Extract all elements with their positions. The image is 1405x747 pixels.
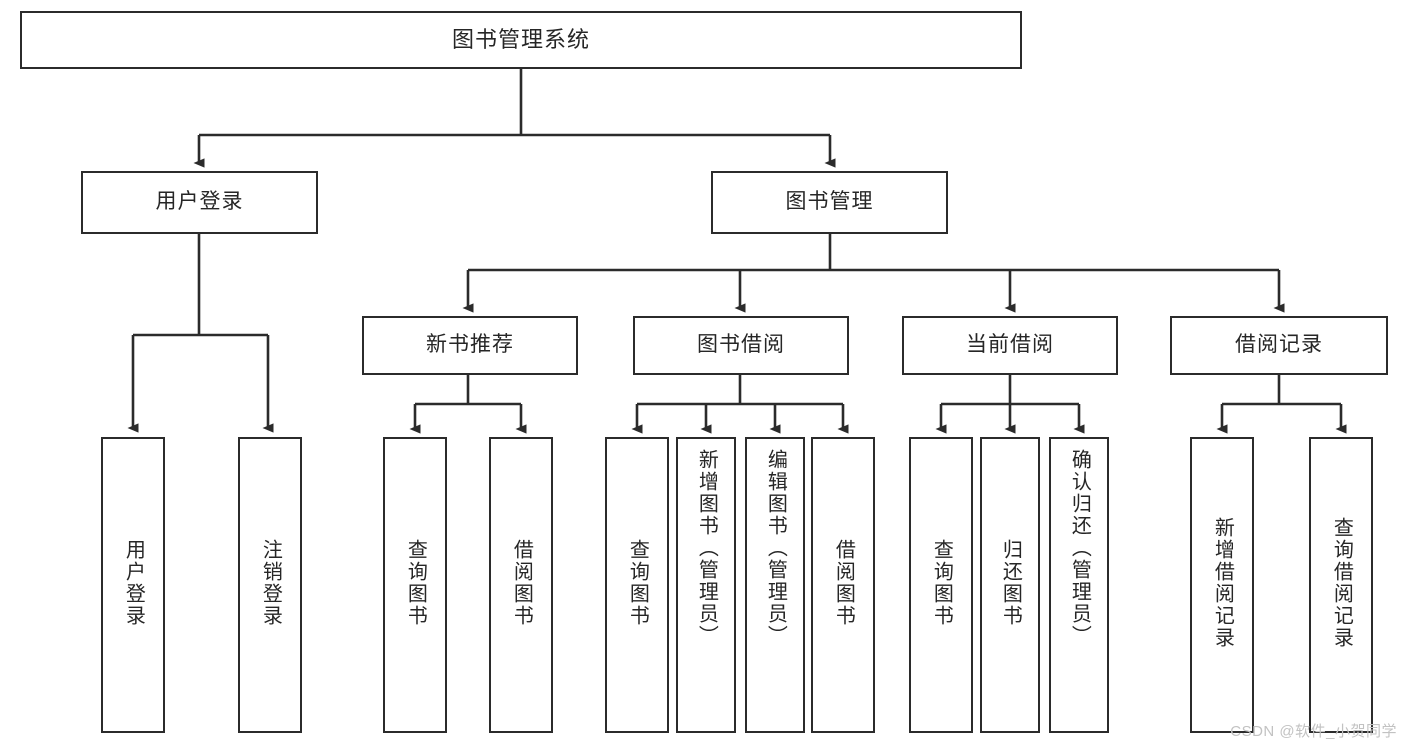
leaf-user-login[interactable]: 用户登录 (101, 437, 165, 733)
node-root-system[interactable]: 图书管理系统 (20, 11, 1022, 69)
leaf-label: 编辑图书（管理员） (764, 449, 787, 647)
node-label: 用户登录 (155, 190, 244, 214)
node-user-login[interactable]: 用户登录 (81, 171, 318, 234)
leaf-label: 归还图书 (999, 539, 1022, 627)
leaf-add-borrow-record[interactable]: 新增借阅记录 (1190, 437, 1254, 733)
leaf-label: 确认归还（管理员） (1068, 449, 1091, 647)
node-label: 图书借阅 (697, 333, 785, 357)
node-label: 当前借阅 (966, 333, 1054, 357)
node-new-book-recommend[interactable]: 新书推荐 (362, 316, 578, 375)
leaf-label: 借阅图书 (510, 539, 533, 627)
leaf-logout-login[interactable]: 注销登录 (238, 437, 302, 733)
leaf-label: 新增借阅记录 (1211, 517, 1234, 649)
leaf-query-borrow-record[interactable]: 查询借阅记录 (1309, 437, 1373, 733)
leaf-label: 新增图书（管理员） (695, 449, 718, 647)
leaf-label: 查询借阅记录 (1330, 517, 1353, 649)
leaf-label: 注销登录 (259, 539, 282, 627)
node-label: 图书管理 (785, 190, 874, 214)
node-book-management[interactable]: 图书管理 (711, 171, 948, 234)
leaf-query-book-recommend[interactable]: 查询图书 (383, 437, 447, 733)
leaf-label: 查询图书 (930, 539, 953, 627)
leaf-label: 用户登录 (122, 539, 145, 627)
node-label: 新书推荐 (426, 333, 514, 357)
leaf-label: 查询图书 (404, 539, 427, 627)
watermark-text: CSDN @软件_小贺同学 (1230, 723, 1397, 740)
leaf-label: 借阅图书 (832, 539, 855, 627)
leaf-query-book-current[interactable]: 查询图书 (909, 437, 973, 733)
node-label: 图书管理系统 (451, 27, 590, 53)
leaf-borrow-book-recommend[interactable]: 借阅图书 (489, 437, 553, 733)
leaf-edit-book-admin[interactable]: 编辑图书（管理员） (745, 437, 805, 733)
node-current-borrow[interactable]: 当前借阅 (902, 316, 1118, 375)
leaf-borrow-book[interactable]: 借阅图书 (811, 437, 875, 733)
leaf-return-book[interactable]: 归还图书 (980, 437, 1040, 733)
node-book-borrow[interactable]: 图书借阅 (633, 316, 849, 375)
leaf-add-book-admin[interactable]: 新增图书（管理员） (676, 437, 736, 733)
leaf-label: 查询图书 (626, 539, 649, 627)
node-borrow-record[interactable]: 借阅记录 (1170, 316, 1388, 375)
node-label: 借阅记录 (1235, 333, 1323, 357)
leaf-confirm-return-admin[interactable]: 确认归还（管理员） (1049, 437, 1109, 733)
leaf-query-book-borrow[interactable]: 查询图书 (605, 437, 669, 733)
